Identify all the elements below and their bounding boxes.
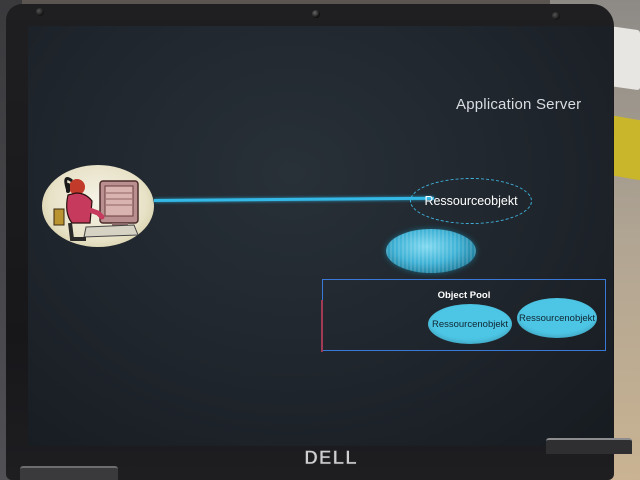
resource-in-transit-icon: [386, 229, 476, 273]
laptop-screen: Application Server: [28, 26, 613, 446]
object-pool-box: Object Pool Ressourcenobjekt Ressourceno…: [322, 279, 606, 351]
background-yellow-object: [614, 115, 640, 181]
connection-line: [154, 197, 434, 202]
pool-resource-object: Ressourcenobjekt: [517, 298, 597, 338]
screw-icon: [552, 12, 560, 20]
svg-text:DELL: DELL: [304, 448, 358, 469]
slide-title: Application Server: [456, 96, 582, 113]
hinge-left: [20, 466, 118, 480]
person-at-computer-icon: [42, 165, 154, 247]
screw-icon: [36, 8, 44, 16]
dell-logo: DELL: [300, 444, 362, 470]
laptop-bezel: Application Server: [6, 4, 614, 480]
requested-resource-object: Ressourceobjekt: [410, 178, 532, 224]
webcam-icon: [312, 10, 320, 18]
pool-resource-object: Ressourcenobjekt: [428, 304, 512, 344]
hinge-right: [546, 438, 632, 454]
pool-left-edge: [321, 300, 323, 352]
